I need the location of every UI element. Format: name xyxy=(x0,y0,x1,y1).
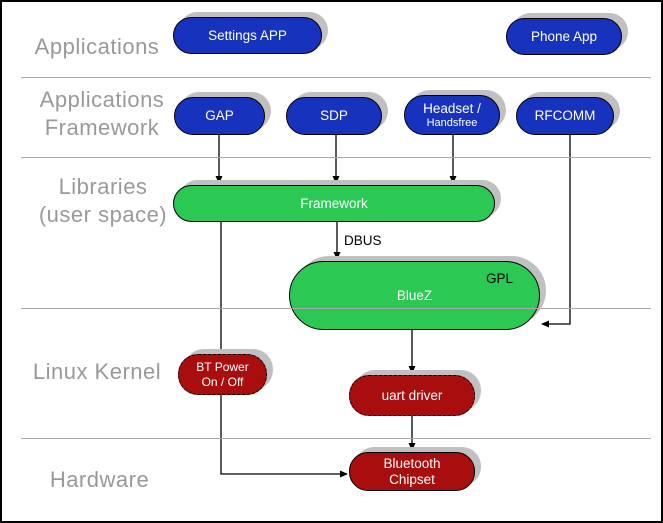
gpl-note: GPL xyxy=(485,271,513,286)
node-bluetooth-chipset: Bluetooth Chipset xyxy=(349,452,475,491)
node-gap-label: GAP xyxy=(205,108,234,123)
node-rfcomm-label: RFCOMM xyxy=(534,108,596,123)
node-settings-app: Settings APP xyxy=(173,17,322,54)
edge-label-dbus: DBUS xyxy=(344,233,382,248)
layer-label-applications-framework-line2: Framework xyxy=(44,115,160,140)
node-framework: Framework xyxy=(173,185,495,222)
node-sdp: SDP xyxy=(286,97,382,135)
node-gap: GAP xyxy=(174,97,265,135)
node-bluez-label: BlueZ xyxy=(396,287,433,303)
divider-linux-kernel xyxy=(21,438,651,439)
node-bt-power-line1: BT Power xyxy=(196,359,249,374)
layer-label-linux-kernel: Linux Kernel xyxy=(32,359,162,384)
node-phone-app: Phone App xyxy=(506,18,622,55)
layer-label-applications: Applications xyxy=(34,34,160,59)
layer-label-libraries-line2: (user space) xyxy=(38,202,168,227)
node-bluetooth-chipset-line1: Bluetooth xyxy=(383,455,441,471)
layer-label-libraries-line1: Libraries xyxy=(58,174,148,199)
layer-label-applications-framework-line1: Applications xyxy=(39,87,165,112)
node-settings-app-label: Settings APP xyxy=(208,27,287,43)
divider-applications-framework xyxy=(21,157,651,158)
layer-label-applications-framework: Applications Framework xyxy=(22,86,182,142)
node-headset-line1: Headset / xyxy=(423,100,481,116)
node-uart-driver-label: uart driver xyxy=(381,387,443,403)
layer-label-libraries: Libraries (user space) xyxy=(17,173,189,229)
node-bluez: BlueZ GPL xyxy=(289,261,540,330)
node-sdp-label: SDP xyxy=(320,108,348,123)
edge-rfcomm-to-bluez xyxy=(541,135,571,328)
node-uart-driver: uart driver xyxy=(349,375,475,416)
layer-label-hardware: Hardware xyxy=(49,467,150,492)
node-headset-handsfree: Headset / Handsfree xyxy=(404,95,500,135)
divider-libraries xyxy=(21,308,651,309)
node-headset-line2: Handsfree xyxy=(426,116,478,129)
node-framework-label: Framework xyxy=(300,195,368,211)
divider-applications xyxy=(21,77,651,78)
node-bluetooth-chipset-line2: Chipset xyxy=(389,471,435,487)
node-bt-power-on-off: BT Power On / Off xyxy=(178,354,267,395)
node-rfcomm: RFCOMM xyxy=(516,97,614,135)
node-phone-app-label: Phone App xyxy=(530,28,598,44)
node-bt-power-line2: On / Off xyxy=(201,374,244,389)
edge-framework-to-bluetooth-chipset xyxy=(220,222,348,478)
